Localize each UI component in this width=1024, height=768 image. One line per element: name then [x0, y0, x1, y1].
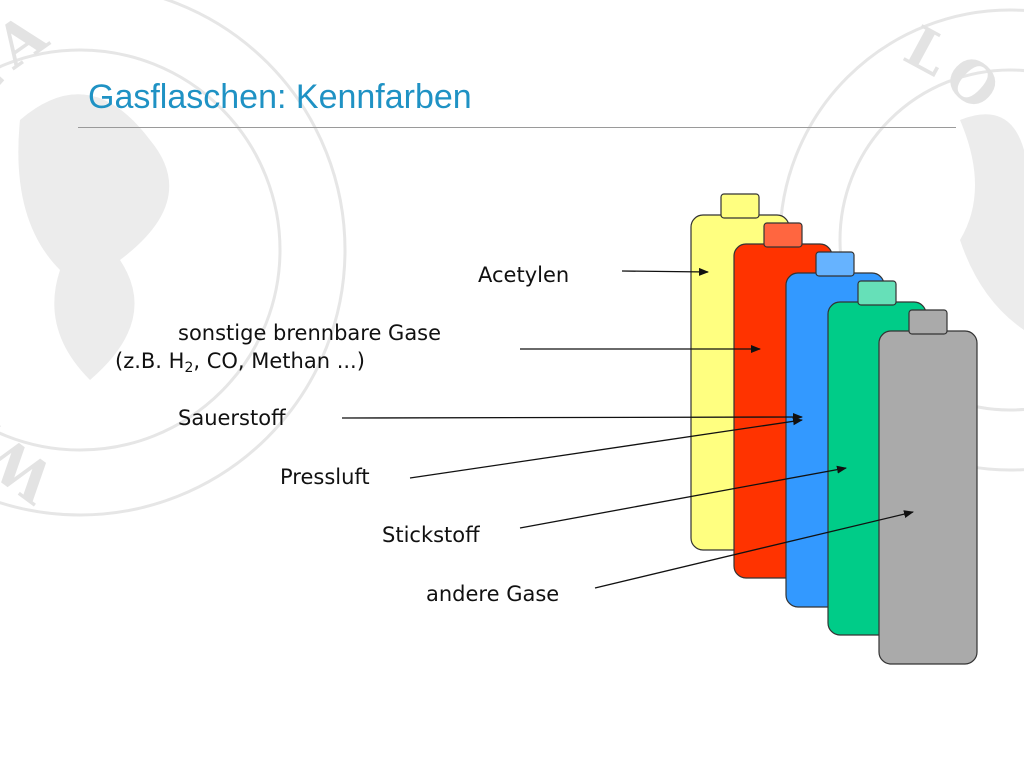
- arrow-acetylen: [621, 267, 709, 276]
- arrow-andere: [594, 510, 914, 589]
- label-brennbar-line1: sonstige brennbare Gase: [178, 321, 442, 345]
- cylinder-valve-andere: [908, 309, 948, 335]
- label-stickstoff: Stickstoff: [382, 523, 480, 547]
- label-sauerstoff: Sauerstoff: [178, 406, 286, 430]
- label-brennbar-line2: (z.B. H2, CO, Methan ...): [115, 349, 365, 376]
- cylinder-stack: [690, 193, 978, 665]
- cylinder-valve-pressluft: [857, 280, 897, 306]
- label-pressluft: Pressluft: [280, 465, 370, 489]
- arrow-stickstoff: [519, 465, 847, 529]
- cylinder-valve-brennbar: [763, 222, 803, 248]
- cylinder-valve-acetylen: [720, 193, 760, 219]
- cylinder-body-andere: [878, 330, 978, 665]
- label-andere-gase: andere Gase: [426, 582, 560, 606]
- subscript-2: 2: [184, 360, 194, 376]
- cylinder-andere: [878, 309, 978, 665]
- label-acetylen: Acetylen: [478, 263, 570, 287]
- cylinder-valve-sauerstoff: [815, 251, 855, 277]
- slide-title: Gasflaschen: Kennfarben: [88, 78, 472, 116]
- title-divider: [78, 127, 956, 128]
- arrow-sauerstoff: [341, 413, 803, 422]
- arrow-pressluft: [409, 417, 803, 479]
